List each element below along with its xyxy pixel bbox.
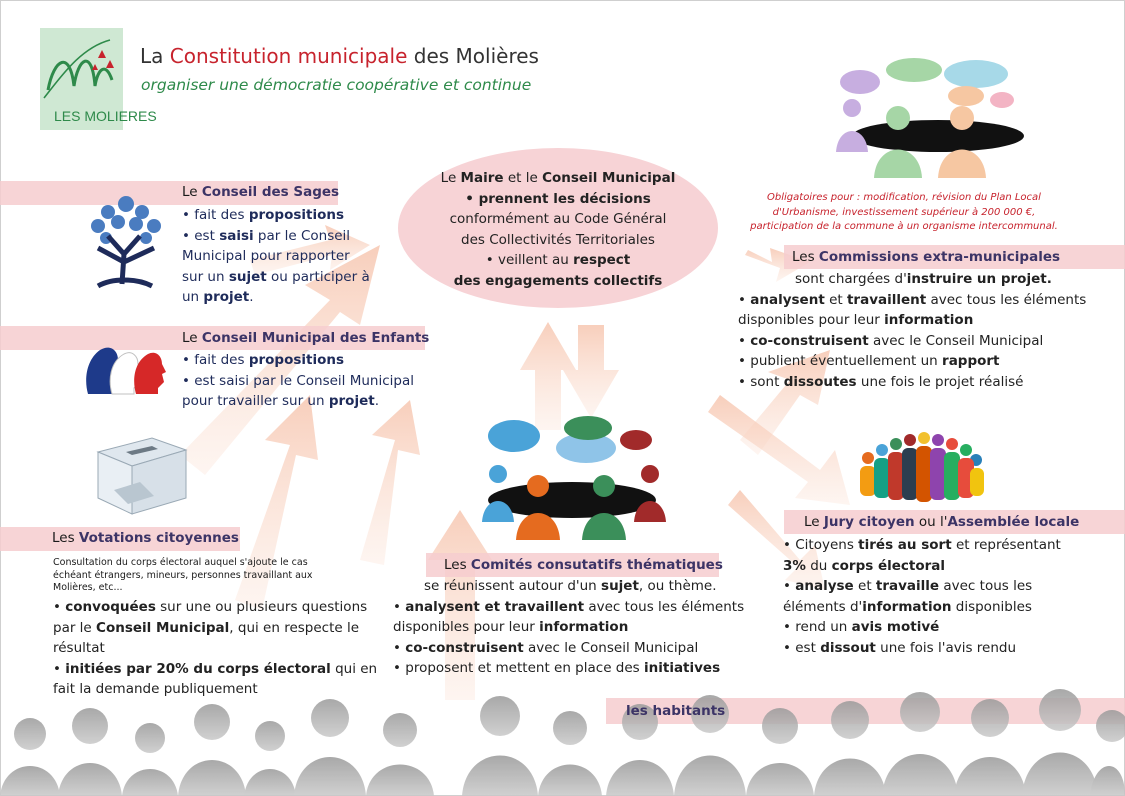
maire-ellipse	[398, 148, 718, 308]
enfants-heading: Le Conseil Municipal des Enfants	[182, 330, 430, 346]
band-jury	[784, 510, 1125, 534]
sages-heading: Le Conseil des Sages	[182, 184, 340, 200]
tree-icon	[91, 196, 161, 289]
arrow-to-jury	[708, 395, 850, 505]
page-title: La Constitution municipale des Molières	[140, 44, 539, 68]
band-sages	[0, 181, 338, 205]
votations-text: • convoquées sur une ou plusieurs questi…	[53, 599, 378, 698]
logo-text: LES MOLIERES	[54, 108, 157, 124]
round-table-pastel-icon	[836, 58, 1024, 178]
page-subtitle: organiser une démocratie coopérative et …	[141, 76, 532, 94]
votations-scope: Consultation du corps électoral auquel s…	[53, 557, 313, 593]
arrow-to-maire-up	[520, 322, 576, 430]
commissions-text: sont chargées d'instruire un projet. • a…	[738, 271, 1087, 390]
arrow-to-maire-left	[180, 245, 380, 475]
commissions-note: Obligatoires pour : modification, révisi…	[750, 192, 1058, 232]
arrow-to-jury-lower	[728, 490, 825, 590]
comites-text: se réunissent autour d'un sujet, ou thèm…	[393, 578, 745, 677]
jury-text: • Citoyens tirés au sort et représentant…	[783, 537, 1061, 656]
arrow-from-maire-down	[563, 325, 619, 418]
band-comites	[426, 553, 719, 577]
logo: LES MOLIERES	[40, 28, 157, 130]
band-enfants	[0, 326, 425, 350]
band-commissions	[784, 245, 1125, 269]
arrow-maire-left-small	[250, 225, 370, 275]
arrow-to-enfants	[360, 400, 420, 565]
ballot-box-icon	[96, 437, 188, 515]
crowd-silhouettes	[0, 689, 1125, 796]
jury-heading: Le Jury citoyen ou l'Assemblée locale	[804, 514, 1080, 530]
commissions-heading: Les Commissions extra-municipales	[792, 249, 1061, 265]
crowd-icon	[860, 432, 984, 502]
round-table-speech-icon	[482, 416, 666, 540]
sages-text: • fait des propositions • est saisi par …	[182, 207, 370, 306]
habitants-label: les habitants	[626, 703, 726, 719]
band-votations	[0, 527, 240, 551]
comites-heading: Les Comités consutatifs thématiques	[444, 557, 723, 573]
maire-text: Le Maire et le Conseil Municipal • prenn…	[440, 170, 676, 289]
faces-profile-icon	[86, 347, 166, 395]
votations-heading: Les Votations citoyennes	[52, 530, 239, 546]
logo-emblem-icon	[43, 39, 114, 99]
arrow-to-sages	[235, 395, 318, 610]
enfants-text: • fait des propositions • est saisi par …	[182, 352, 414, 410]
